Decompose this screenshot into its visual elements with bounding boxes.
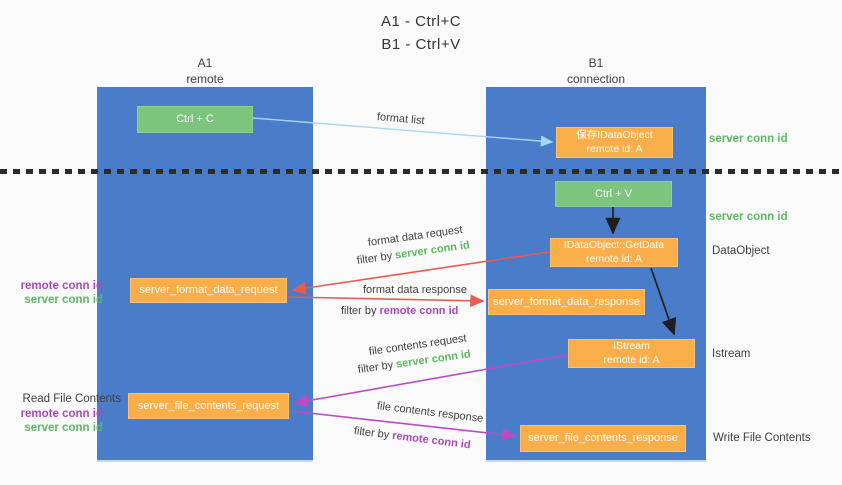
column-a-name: A1 xyxy=(197,56,213,70)
node-server-format-data-response: server_format_data_response xyxy=(488,289,645,315)
node-server-file-contents-request: server_file_contents_request xyxy=(128,393,289,419)
label-server-conn-id-top: server conn id xyxy=(709,133,788,145)
label-server-conn-id-mid: server conn id xyxy=(709,211,788,223)
node-file-request-label: server_file_contents_request xyxy=(137,399,280,412)
arrow-format-list xyxy=(252,117,554,147)
column-b-role: connection xyxy=(566,71,626,86)
node-save-idataobject-line1: 保存IDataObject xyxy=(576,128,653,141)
arrow-format-data-response xyxy=(287,294,485,308)
node-getdata-line1: IDataObject::GetData xyxy=(563,238,665,251)
node-ctrl-c-label: Ctrl + C xyxy=(176,113,214,126)
label-write-file-contents: Write File Contents xyxy=(713,432,811,444)
arrow-file-contents-response xyxy=(290,410,517,441)
filter-by-text-2: filter by xyxy=(341,305,380,317)
arrow-file-contents-request xyxy=(293,354,568,408)
label-file-server-conn-id: server conn id xyxy=(24,422,103,435)
column-a-header: A1 remote xyxy=(97,56,313,87)
copy-paste-separator-line xyxy=(0,169,842,174)
node-ctrl-c: Ctrl + C xyxy=(137,106,253,133)
label-istream: Istream xyxy=(712,348,751,360)
label-format-server-conn-id: server conn id xyxy=(24,294,103,307)
title-line-2: B1 - Ctrl+V xyxy=(381,36,461,54)
column-b-header: B1 connection xyxy=(486,56,706,87)
node-server-format-data-request: server_format_data_request xyxy=(130,278,287,303)
node-format-request-label: server_format_data_request xyxy=(139,284,278,297)
label-file-remote-conn-id: remote conn id xyxy=(20,408,103,420)
diagram-title: A1 - Ctrl+C B1 - Ctrl+V xyxy=(0,10,842,57)
title-line-1: A1 - Ctrl+C xyxy=(380,13,462,30)
node-idataobject-getdata: IDataObject::GetData remote id: A xyxy=(550,238,678,267)
node-file-response-label: server_file_contents_response xyxy=(528,432,678,445)
node-format-response-label: server_format_data_response xyxy=(493,295,640,308)
label-format-remote-conn-id: remote conn id xyxy=(20,280,103,292)
node-istream-line2: remote id: A xyxy=(603,353,660,366)
column-a-role: remote xyxy=(186,71,224,86)
node-istream: IStream remote id: A xyxy=(568,339,695,368)
node-save-idataobject: 保存IDataObject remote id: A xyxy=(556,127,673,158)
node-getdata-line2: remote id: A xyxy=(585,252,643,265)
column-b-name: B1 xyxy=(588,56,604,70)
edge-label-filter-format-response: filter by remote conn id xyxy=(341,305,458,317)
filter-remote-conn-id-2: remote conn id xyxy=(379,305,459,317)
arrow-getdata-to-istream xyxy=(650,267,677,336)
node-server-file-contents-response: server_file_contents_response xyxy=(520,425,686,452)
node-ctrl-v: Ctrl + V xyxy=(555,181,672,207)
label-read-file-contents: Read File Contents xyxy=(22,393,121,405)
node-save-idataobject-line2: remote id: A xyxy=(586,142,643,155)
label-file-left-ids: remote conn id server conn id xyxy=(8,407,103,436)
arrow-format-data-request xyxy=(291,251,550,295)
label-dataobject: DataObject xyxy=(712,245,770,257)
node-istream-line1: IStream xyxy=(613,339,650,352)
label-format-left-ids: remote conn id server conn id xyxy=(8,279,103,308)
edge-label-format-data-response: format data response xyxy=(363,284,467,296)
node-ctrl-v-label: Ctrl + V xyxy=(595,187,632,200)
